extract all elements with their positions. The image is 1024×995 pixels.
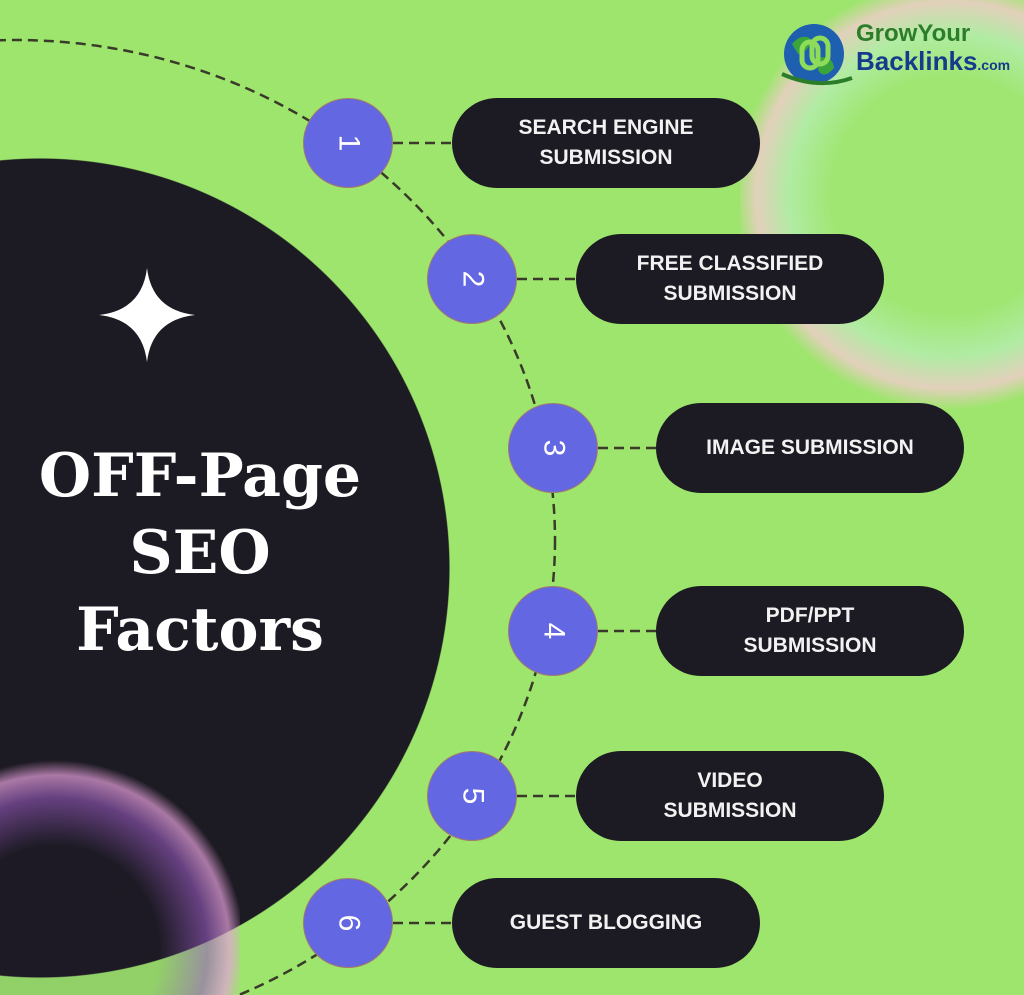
factor-label-line: SUBMISSION [663,799,797,822]
logo-text-grow: GrowYour [856,20,971,47]
step-number-text: 1 [332,134,365,152]
logo-backlinks: Backlinks [856,46,978,76]
decorative-bubble-top-right [740,0,1024,410]
step-number-text: 6 [332,914,365,932]
factor-label-line: PDF/PPT [765,604,855,627]
factor-label-line: IMAGE SUBMISSION [706,436,914,459]
factor-pill-1: SEARCH ENGINE SUBMISSION [452,98,760,188]
factor-label-line: FREE CLASSIFIED [636,252,824,275]
step-number-1: 1 [303,98,393,188]
factor-pill-6: GUEST BLOGGING [452,878,760,968]
title-line: OFF-Page [38,441,362,511]
factor-pill-4: PDF/PPT SUBMISSION [656,586,964,676]
dashed-arc [0,38,557,995]
globe-chain-icon [781,24,853,86]
factor-label-line: SEARCH ENGINE [518,116,694,139]
factor-pill-5: VIDEO SUBMISSION [576,751,884,841]
factor-label-line: SUBMISSION [539,146,673,169]
step-number-3: 3 [508,403,598,493]
step-number-text: 2 [456,270,489,288]
title-line: SEO [129,518,271,588]
sparkle-star-icon [99,268,195,362]
step-number-text: 3 [537,439,570,457]
step-number-4: 4 [508,586,598,676]
step-number-text: 5 [456,787,489,805]
step-number-6: 6 [303,878,393,968]
step-number-text: 4 [537,622,570,640]
factor-label-line: GUEST BLOGGING [509,911,703,934]
factor-pill-2: FREE CLASSIFIED SUBMISSION [576,234,884,324]
growyourbacklinks-logo: GrowYour Backlinks.com [778,18,1010,90]
step-number-5: 5 [427,751,517,841]
page-title: OFF-Page SEO Factors [0,438,400,669]
title-line: Factors [76,595,324,665]
factor-pill-3: IMAGE SUBMISSION [656,403,964,493]
decorative-bubble-bottom-left [0,760,240,995]
factor-label-line: SUBMISSION [663,282,797,305]
logo-text-backlinks: Backlinks.com [856,46,1010,77]
factor-label-line: VIDEO [697,769,763,792]
step-number-2: 2 [427,234,517,324]
logo-suffix: .com [977,57,1011,73]
factor-label-line: SUBMISSION [743,634,877,657]
